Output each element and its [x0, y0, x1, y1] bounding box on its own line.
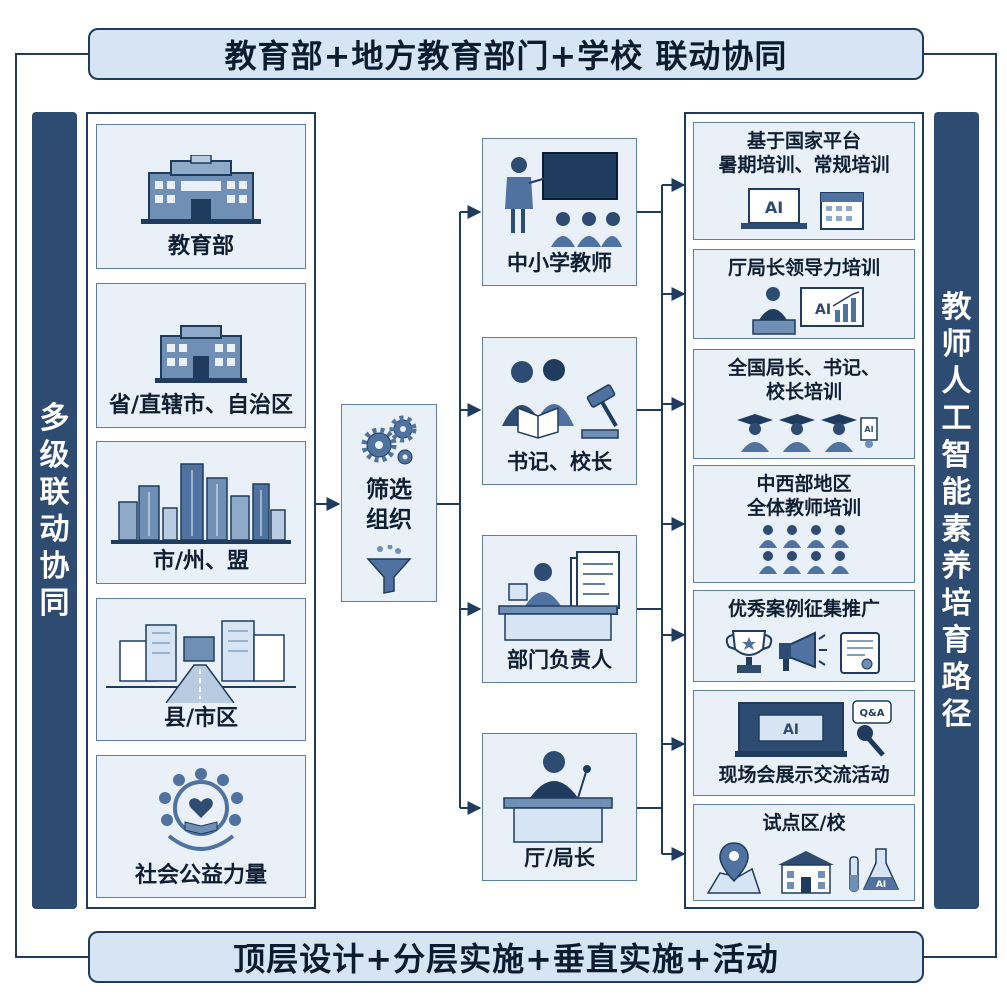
- level-label: 市/州、盟: [152, 549, 250, 574]
- path-title: 现场会展示交流活动: [718, 764, 890, 786]
- level-card-public-welfare: 社会公益力量: [96, 755, 306, 898]
- outer-loop-line: [15, 53, 88, 958]
- ai-label: AI: [864, 425, 873, 434]
- target-label: 中小学教师: [507, 251, 612, 275]
- path-card-national-platform: 基于国家平台 暑期培训、常规培训 AI: [693, 122, 915, 240]
- presentation-chart-icon: AI: [694, 284, 914, 336]
- city-skyline-icon: [97, 456, 305, 544]
- outer-loop-line: [924, 53, 997, 958]
- ai-label: AI: [815, 302, 831, 318]
- ai-label: AI: [783, 722, 799, 738]
- path-title: 全国局长、书记、 校长培训: [727, 357, 880, 403]
- target-label: 厅/局长: [524, 846, 595, 870]
- path-card-leadership: 厅局长领导力培训 AI: [693, 249, 915, 339]
- path-card-onsite-exchange: AI Q&A 现场会展示交流活动: [693, 690, 915, 796]
- graduates-icon: AI: [694, 412, 914, 452]
- level-card-county: 县/市区: [96, 598, 306, 741]
- office-building-icon: [97, 322, 305, 384]
- principal-gavel-icon: [483, 346, 636, 450]
- filter-label: 筛选 组织: [366, 477, 412, 533]
- target-card-department-heads: 部门负责人: [482, 535, 637, 683]
- filter-organize-box: 筛选 组织: [341, 404, 437, 602]
- pilot-map-school-icon: AI: [694, 839, 914, 897]
- path-title: 试点区/校: [762, 812, 846, 834]
- laptop-calendar-icon: AI: [694, 185, 914, 233]
- stage-microphone-icon: AI Q&A: [694, 697, 914, 759]
- path-title: 基于国家平台 暑期培训、常规培训: [718, 130, 890, 176]
- path-title: 优秀案例征集推广: [727, 598, 880, 620]
- path-title: 厅局长领导力培训: [727, 257, 880, 279]
- target-card-teachers: 中小学教师: [482, 138, 637, 286]
- left-bar-text: 多 级 联 动 协 同: [39, 400, 70, 621]
- funnel-icon: [342, 545, 436, 595]
- trophy-megaphone-icon: [694, 627, 914, 677]
- office-desk-icon: [483, 544, 636, 648]
- gears-icon: [342, 415, 436, 471]
- level-card-ministry: 教育部: [96, 124, 306, 269]
- path-title: 中西部地区 全体教师培训: [746, 473, 861, 519]
- level-label: 县/市区: [163, 706, 239, 731]
- path-card-excellent-cases: 优秀案例征集推广: [693, 590, 915, 682]
- target-label: 部门负责人: [507, 648, 612, 672]
- path-card-pilot-schools: 试点区/校 AI: [693, 804, 915, 901]
- level-label: 教育部: [167, 234, 234, 259]
- level-card-province: 省/直辖市、自治区: [96, 283, 306, 428]
- people-group-icon: [694, 524, 914, 576]
- top-banner: 教育部+地方教育部门+学校 联动协同: [88, 28, 924, 80]
- right-side-bar: 教 师 人 工 智 能 素 养 培 育 路 径: [934, 112, 979, 909]
- left-side-bar: 多 级 联 动 协 同: [32, 112, 77, 909]
- community-emblem-icon: [97, 764, 305, 860]
- podium-speaker-icon: [483, 742, 636, 846]
- ai-label: AI: [876, 880, 886, 890]
- level-label: 社会公益力量: [134, 863, 267, 888]
- qa-label: Q&A: [860, 708, 885, 719]
- right-bar-text: 教 师 人 工 智 能 素 养 培 育 路 径: [941, 289, 972, 732]
- path-card-midwest: 中西部地区 全体教师培训: [693, 465, 915, 583]
- level-label: 省/直辖市、自治区: [108, 393, 294, 418]
- target-card-secretaries-principals: 书记、校长: [482, 337, 637, 485]
- ai-label: AI: [765, 198, 783, 217]
- town-road-icon: [97, 611, 305, 703]
- path-card-national-heads: 全国局长、书记、 校长培训 AI: [693, 349, 915, 459]
- government-building-icon: [97, 155, 305, 225]
- target-card-directors: 厅/局长: [482, 733, 637, 881]
- target-label: 书记、校长: [507, 450, 612, 474]
- level-card-city: 市/州、盟: [96, 441, 306, 584]
- bottom-banner: 顶层设计+分层实施+垂直实施+活动: [88, 931, 924, 983]
- teacher-classroom-icon: [483, 147, 636, 251]
